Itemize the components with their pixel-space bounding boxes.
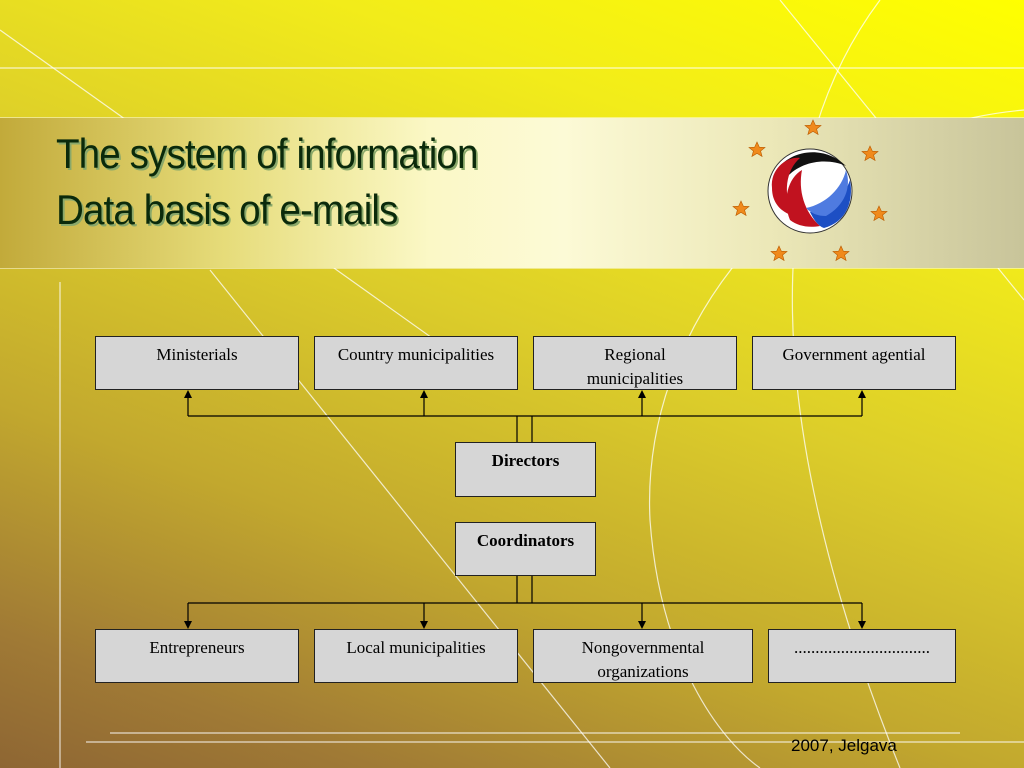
box-local-label: Local municipalities [346,638,486,657]
star-icon [870,205,888,222]
title-line-1: The system of information [56,130,478,177]
coordinators-label: Coordinators [476,531,575,550]
star-icon [861,145,879,162]
star-icon [732,200,750,217]
logo-emblem-icon [732,119,888,262]
box-local-municipalities: Local municipalities [314,629,518,683]
box-entrepreneurs-label: Entrepreneurs [149,638,245,657]
footer-date-place: 2007, Jelgava [791,736,897,755]
directors-label: Directors [491,451,560,470]
title-line-2: Data basis of e-mails [56,186,398,233]
star-icon [748,141,766,158]
star-icon [804,119,822,136]
box-nongovernmental-organizations: Nongovernmental organizations [533,629,753,683]
star-ring [732,119,888,262]
title-band [0,118,1024,268]
box-ministerials: Ministerials [95,336,299,390]
box-country-municipalities: Country municipalities [314,336,518,390]
box-government-agential: Government agential [752,336,956,390]
emblem-ball [767,148,853,234]
slide-title: The system of information Data basis of … [56,126,478,238]
star-icon [832,245,850,262]
box-regional-label: Regional municipalities [586,345,684,388]
box-entrepreneurs: Entrepreneurs [95,629,299,683]
box-directors: Directors [455,442,596,497]
box-other: ................................ [768,629,956,683]
box-country-label: Country municipalities [337,345,495,364]
star-icon [770,245,788,262]
box-ngo-label: Nongovernmental organizations [581,638,705,681]
box-regional-municipalities: Regional municipalities [533,336,737,390]
box-coordinators: Coordinators [455,522,596,576]
box-ministerials-label: Ministerials [156,345,238,364]
box-other-label: ................................ [794,638,930,657]
box-government-label: Government agential [782,345,926,364]
